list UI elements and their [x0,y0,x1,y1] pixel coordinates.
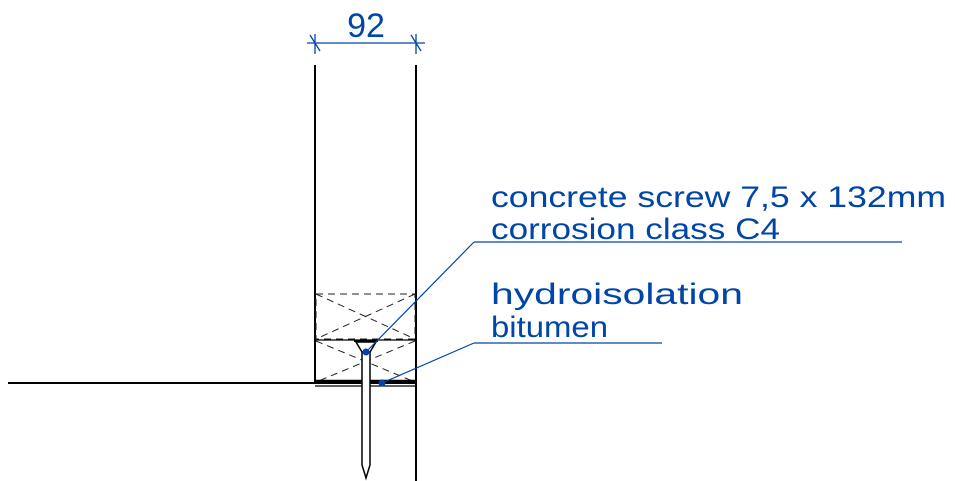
hydro-leader-diagonal [381,342,475,384]
hydro-leader [381,342,662,384]
concrete-screw [354,340,378,481]
hydro-label-line2: bitumen [491,311,608,344]
hidden-block-upper [315,293,416,340]
screw-leader-diagonal [365,241,475,353]
dimension-group [307,34,425,54]
screw-label-line2: corrosion class C4 [491,213,780,246]
dimension-value: 92 [347,7,385,45]
screw-label-line1: concrete screw 7,5 x 132mm [491,181,946,214]
screw-leader [365,241,902,353]
floor-slab [8,382,416,387]
screw-shank [361,352,371,481]
hydro-leader-dot [378,379,386,387]
hydro-label-line1: hydroisolation [491,278,743,311]
screw-leader-dot [362,348,370,356]
hidden-block-upper-diag-2 [315,293,416,340]
wall-outline [314,65,417,481]
